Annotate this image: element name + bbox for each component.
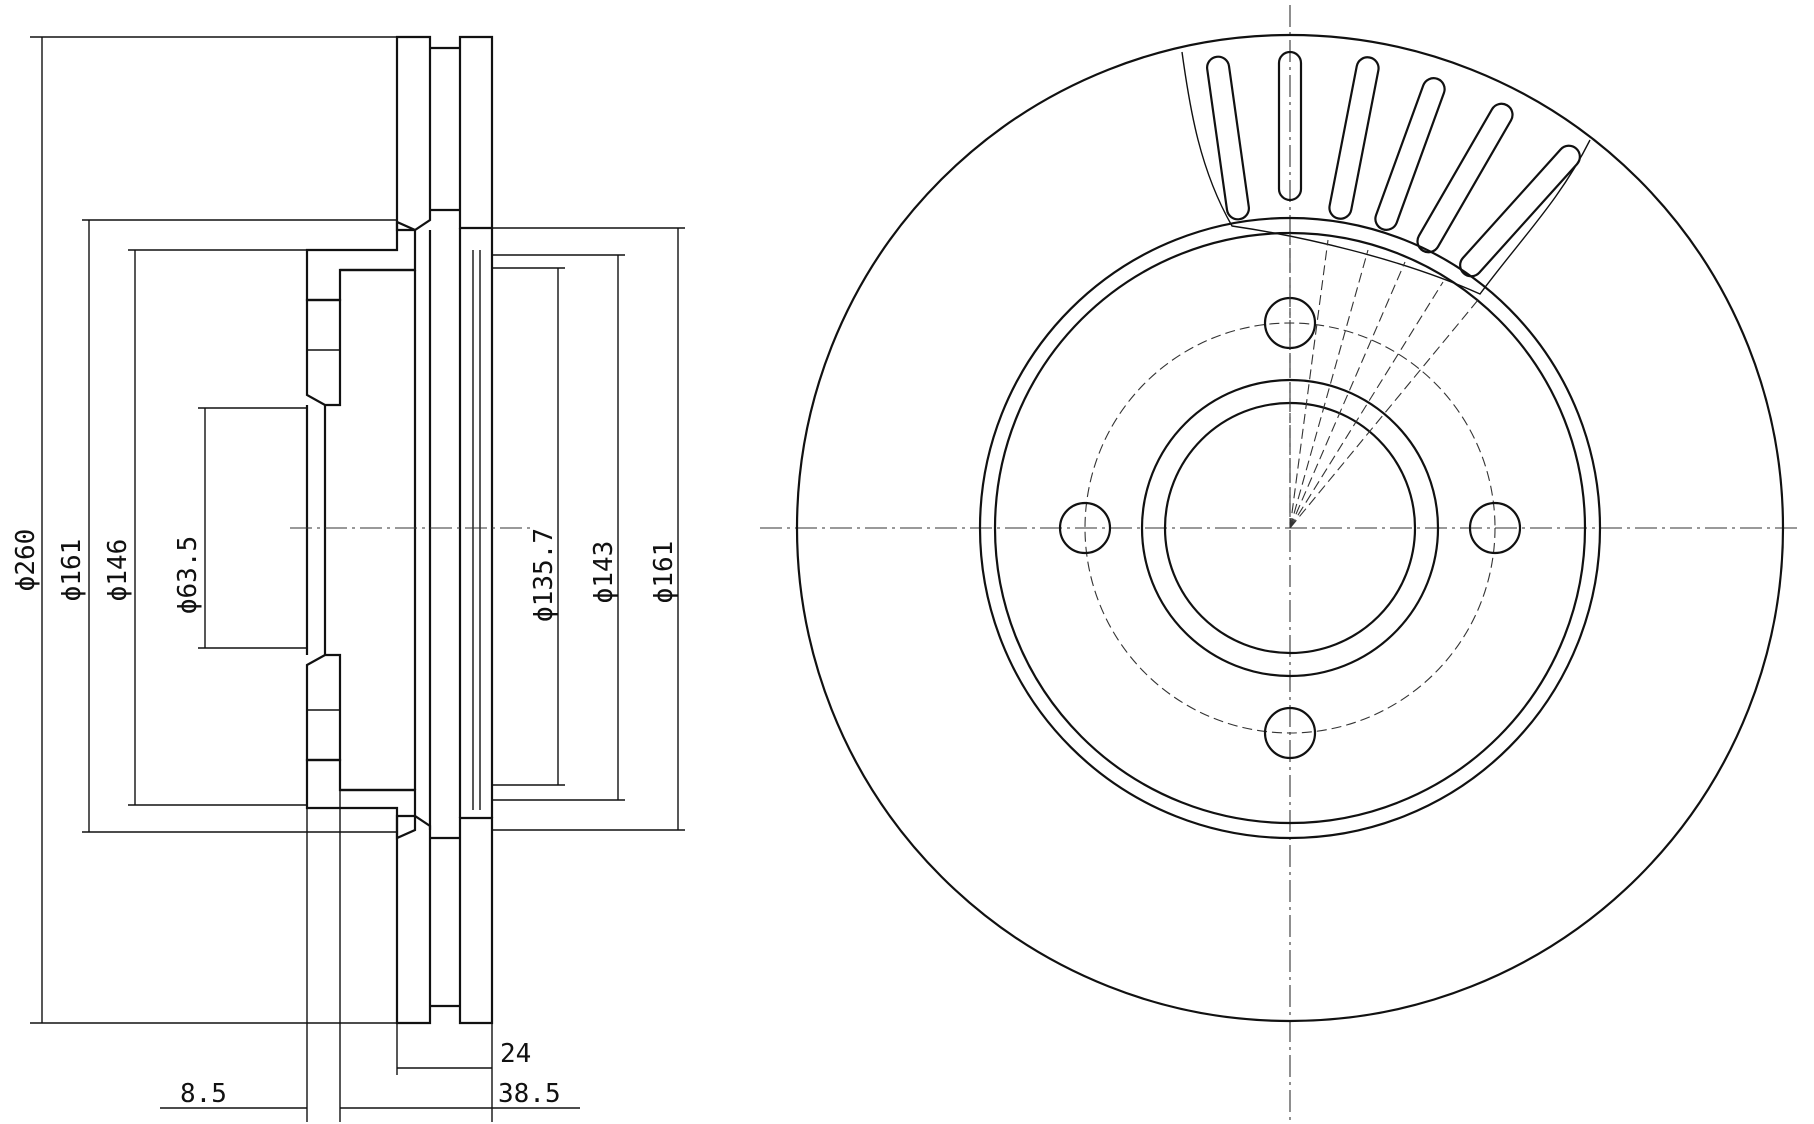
cooling-vane (1456, 141, 1585, 281)
dim-phi-161-right: ϕ161 (649, 541, 679, 604)
hub-face-lower (307, 655, 340, 760)
lower-inner-plate (460, 818, 492, 1023)
cooling-vane (1413, 100, 1516, 256)
side-section-view (290, 37, 530, 1023)
cooling-vanes (1206, 52, 1585, 281)
dim-height-38-5: 38.5 (498, 1079, 561, 1109)
dim-phi-143: ϕ143 (589, 541, 619, 604)
hub-face-upper (307, 300, 340, 405)
radial-construction-lines (1290, 230, 1478, 528)
front-view (760, 5, 1800, 1124)
dim-phi-146: ϕ146 (103, 539, 133, 602)
dim-offset-8-5: 8.5 (180, 1079, 227, 1109)
dim-phi-63-5: ϕ63.5 (173, 536, 203, 614)
upper-outer-plate (397, 37, 430, 230)
cooling-vane (1372, 75, 1447, 233)
hat-section-upper (307, 222, 415, 300)
dim-width-24: 24 (500, 1039, 531, 1069)
dim-phi-161-left: ϕ161 (57, 539, 87, 602)
upper-inner-plate (460, 37, 492, 228)
hat-section-lower (307, 760, 415, 838)
dim-phi-135-7: ϕ135.7 (529, 528, 559, 622)
cooling-vane (1328, 55, 1381, 220)
dim-phi-260: ϕ260 (11, 529, 41, 592)
dimension-labels: ϕ260 ϕ161 ϕ146 ϕ63.5 ϕ135.7 ϕ143 ϕ161 24… (11, 528, 679, 1109)
cooling-vane (1206, 55, 1251, 220)
lower-outer-plate (397, 816, 430, 1023)
